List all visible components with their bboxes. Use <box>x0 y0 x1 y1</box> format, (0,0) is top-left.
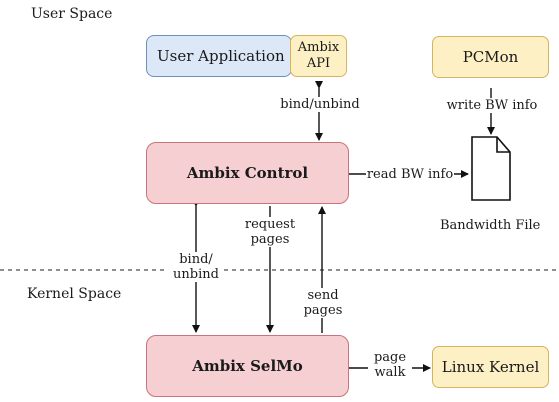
edge-label-request-pages-line2: pages <box>250 232 290 247</box>
user-space-label: User Space <box>31 6 113 22</box>
bandwidth-file-label: Bandwidth File <box>440 218 541 233</box>
edge-label-request-pages: request pages <box>240 217 300 247</box>
document-icon <box>471 136 511 201</box>
pcmon-box: PCMon <box>432 36 549 78</box>
ambix-selmo-box: Ambix SelMo <box>146 335 349 397</box>
edge-label-write-bw-info: write BW info <box>444 98 540 113</box>
edge-label-read-bw-info: read BW info <box>366 167 454 182</box>
ambix-api-label-line1: Ambix <box>297 40 340 55</box>
edge-label-bind-unbind-left: bind/ unbind <box>168 252 224 282</box>
ambix-api-box: Ambix API <box>290 35 347 77</box>
edge-label-bind-unbind-left-line1: bind/ <box>179 252 213 267</box>
edge-label-page-walk-line1: page <box>373 350 407 365</box>
linux-kernel-box: Linux Kernel <box>432 346 549 388</box>
edge-label-send-pages: send pages <box>300 288 346 318</box>
pcmon-label: PCMon <box>462 48 519 66</box>
ambix-control-label: Ambix Control <box>186 164 309 182</box>
kernel-space-label: Kernel Space <box>27 286 122 302</box>
user-application-box: User Application <box>146 35 292 77</box>
edge-label-request-pages-line1: request <box>244 217 296 232</box>
user-application-label: User Application <box>157 47 285 65</box>
edge-label-page-walk-line2: walk <box>374 365 406 380</box>
linux-kernel-label: Linux Kernel <box>441 358 540 376</box>
edge-label-page-walk: page walk <box>368 350 412 380</box>
ambix-control-box: Ambix Control <box>146 142 349 204</box>
ambix-selmo-label: Ambix SelMo <box>192 357 303 375</box>
edge-label-send-pages-line2: pages <box>303 303 343 318</box>
edge-label-bind-unbind-top: bind/unbind <box>278 97 362 112</box>
ambix-api-label-line2: API <box>306 56 331 71</box>
edge-label-bind-unbind-left-line2: unbind <box>173 267 219 282</box>
edge-label-send-pages-line1: send <box>307 288 339 303</box>
